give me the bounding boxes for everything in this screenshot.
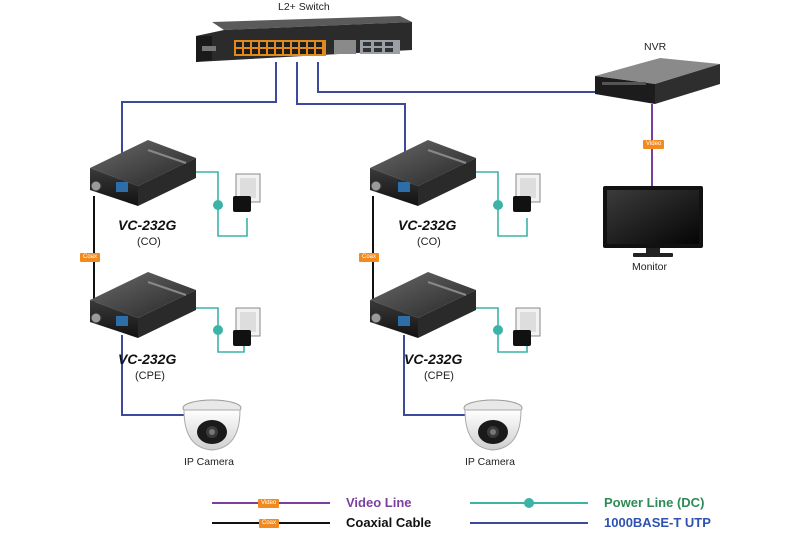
power-line: [470, 171, 528, 237]
monitor-label: Monitor: [632, 261, 668, 273]
legend-video-line: Video Line: [346, 495, 412, 510]
coax-tag: Coax: [80, 253, 101, 262]
legend-coaxial-cable: Coaxial Cable: [346, 515, 432, 530]
video-tag: Video: [643, 140, 665, 149]
ip-camera-icon: [182, 399, 242, 451]
converter-role-label: (CO): [137, 236, 161, 248]
legend-coax-tag: Coax: [259, 519, 280, 528]
converter-role-label: (CPE): [424, 370, 454, 382]
nvr-device: [595, 58, 720, 104]
power-line: [190, 307, 245, 353]
converter-role-label: (CPE): [135, 370, 165, 382]
utp-line: [296, 62, 406, 182]
legend-power-line: Power Line (DC): [604, 495, 705, 510]
dc-marker: [213, 325, 223, 335]
power-adapter-icon: [513, 307, 541, 346]
ip-camera-label: IP Camera: [184, 456, 234, 468]
dc-marker: [493, 200, 503, 210]
ip-camera-label: IP Camera: [465, 456, 515, 468]
coax-tag: Coax: [359, 253, 380, 262]
converter-model-label: VC-232G: [398, 217, 457, 233]
power-line: [190, 171, 248, 237]
converter-model-label: VC-232G: [118, 351, 177, 367]
utp-line: [121, 62, 277, 182]
legend-video-tag: Video: [258, 499, 280, 508]
power-line: [470, 307, 528, 353]
converter-model-label: VC-232G: [118, 217, 177, 233]
media-converter-co-right: [370, 140, 476, 206]
utp-line: [121, 335, 185, 416]
switch-device: [196, 16, 412, 62]
utp-line: [403, 335, 465, 416]
ip-camera-icon: [463, 399, 523, 451]
media-converter-cpe-left: [90, 272, 196, 338]
nvr-label: NVR: [644, 41, 667, 53]
legend-dc-marker: [524, 498, 534, 508]
dc-marker: [493, 325, 503, 335]
media-converter-co-left: [90, 140, 196, 206]
power-adapter-icon: [233, 173, 261, 212]
legend-utp: 1000BASE-T UTP: [604, 515, 711, 530]
power-adapter-icon: [233, 307, 261, 346]
monitor-device: [603, 186, 703, 257]
dc-marker: [213, 200, 223, 210]
converter-model-label: VC-232G: [404, 351, 463, 367]
switch-label: L2+ Switch: [278, 1, 330, 13]
utp-line: [317, 62, 598, 93]
converter-role-label: (CO): [417, 236, 441, 248]
media-converter-cpe-right: [370, 272, 476, 338]
power-adapter-icon: [513, 173, 541, 212]
